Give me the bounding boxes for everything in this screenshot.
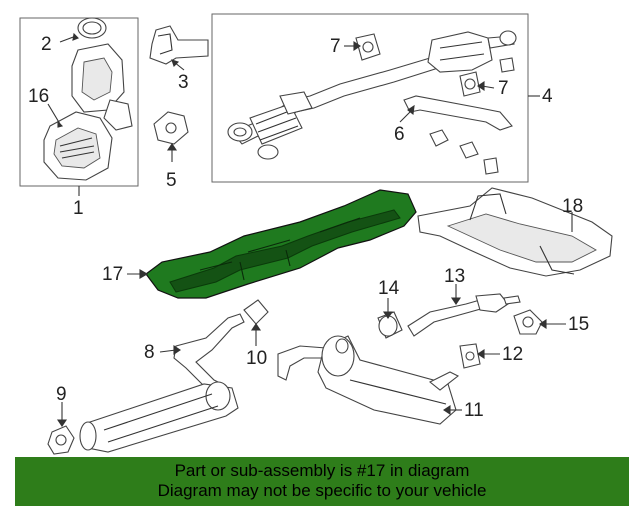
callout-3: 3 bbox=[178, 72, 189, 93]
part-18-crossmember[interactable] bbox=[417, 187, 613, 277]
callout-5: 5 bbox=[166, 170, 177, 191]
group-box-left bbox=[19, 17, 139, 187]
part-5-gasket[interactable] bbox=[153, 111, 189, 145]
callout-12: 12 bbox=[502, 344, 523, 365]
hardware-nuts bbox=[429, 57, 515, 175]
part-10-gasket[interactable] bbox=[243, 299, 269, 325]
callout-16: 16 bbox=[28, 86, 49, 107]
callout-18: 18 bbox=[562, 196, 583, 217]
part-13-pipe[interactable] bbox=[407, 293, 521, 337]
part-15-grommet[interactable] bbox=[513, 309, 543, 335]
callouts: 2 16 1 3 5 7 7 4 6 17 18 14 13 15 12 10 … bbox=[28, 34, 589, 421]
callout-2: 2 bbox=[41, 34, 52, 55]
callout-10: 10 bbox=[246, 348, 267, 369]
callout-7-upper: 7 bbox=[330, 36, 341, 57]
callout-6: 6 bbox=[394, 124, 405, 145]
part-7-hanger-lower[interactable] bbox=[459, 71, 481, 97]
part-4-front-pipe[interactable] bbox=[227, 30, 517, 160]
part-17-heat-shield[interactable] bbox=[145, 189, 417, 299]
group-box-right bbox=[211, 13, 529, 183]
part-16-manifold[interactable] bbox=[43, 43, 133, 181]
callout-14: 14 bbox=[378, 278, 400, 299]
part-3-bracket[interactable] bbox=[149, 25, 209, 65]
callout-13: 13 bbox=[444, 266, 465, 287]
part-9-gasket[interactable] bbox=[47, 425, 75, 455]
callout-1: 1 bbox=[73, 198, 84, 219]
callout-8: 8 bbox=[144, 342, 155, 363]
part-8-intermediate-pipe[interactable] bbox=[79, 313, 245, 453]
leader-lines bbox=[47, 32, 573, 427]
callout-9: 9 bbox=[56, 384, 67, 405]
part-14-clamp[interactable] bbox=[377, 311, 403, 339]
callout-15: 15 bbox=[568, 314, 589, 335]
info-banner: Part or sub-assembly is #17 in diagram D… bbox=[15, 457, 629, 506]
callout-17: 17 bbox=[102, 264, 123, 285]
callout-7-lower: 7 bbox=[498, 78, 509, 99]
part-7-hanger-upper[interactable] bbox=[355, 33, 381, 61]
callout-11: 11 bbox=[464, 400, 484, 421]
callout-4: 4 bbox=[542, 86, 553, 107]
banner-line-1: Part or sub-assembly is #17 in diagram bbox=[174, 461, 470, 480]
part-12-hanger[interactable] bbox=[459, 343, 481, 369]
part-11-muffler[interactable] bbox=[277, 335, 460, 425]
banner-line-2: Diagram may not be specific to your vehi… bbox=[157, 481, 487, 500]
part-6-bracket[interactable] bbox=[403, 95, 513, 131]
part-2-gasket[interactable] bbox=[77, 17, 107, 39]
